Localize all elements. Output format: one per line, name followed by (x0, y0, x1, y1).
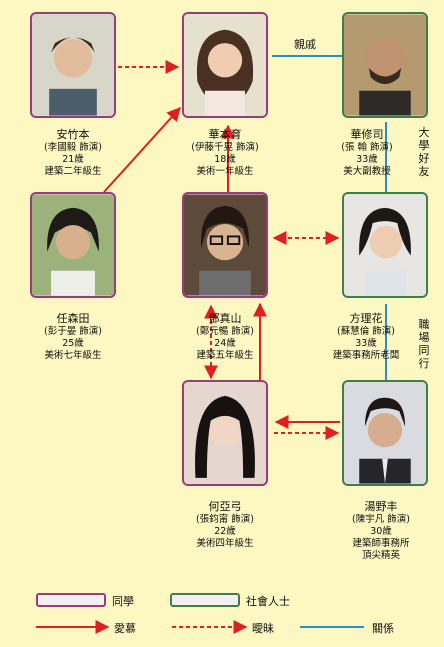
relation-label-colleagues: 職場同行 (417, 318, 431, 370)
relation-label-relatives: 親戚 (292, 36, 318, 52)
info-deng: 鄧真山 (鄭元暢 飾演) 24歲 建築五年級生 (165, 312, 285, 362)
love-line-ren-hua (103, 106, 181, 193)
name-ren: 任森田 (56, 312, 90, 325)
actor-xiu: (張 翰 飾演) (341, 142, 393, 153)
age-an: 21歲 (62, 154, 84, 165)
legend-ambiguous-label: 曖昧 (252, 622, 274, 635)
photo-hua (182, 12, 268, 118)
name-deng: 鄧真山 (208, 312, 242, 325)
info-tang: 湯野丰 (陳宇凡 飾演) 30歲 建築師事務所 頂尖精英 (322, 500, 440, 562)
name-xiu: 華修司 (350, 128, 384, 141)
name-tang: 湯野丰 (364, 500, 398, 513)
legend-lines (36, 620, 364, 634)
legend-social-swatch (170, 593, 240, 607)
info-fang: 方理花 (蘇慧倫 飾演) 33歲 建築事務所老闆 (305, 312, 427, 362)
photo-ren (30, 192, 116, 298)
name-hua: 華本育 (208, 128, 242, 141)
name-he: 何亞弓 (208, 500, 242, 513)
info-an: 安竹本 (李國毅 飾演) 21歲 建築二年級生 (13, 128, 133, 178)
desc-fang: 建築事務所老闆 (332, 350, 400, 361)
info-he: 何亞弓 (張鈞甯 飾演) 22歲 美術四年級生 (165, 500, 285, 550)
photo-an (30, 12, 116, 118)
desc-tang-1: 建築師事務所 (352, 538, 410, 549)
age-he: 22歲 (214, 526, 236, 537)
photo-fang (342, 192, 428, 298)
age-hua: 18歲 (214, 154, 236, 165)
desc-deng: 建築五年級生 (196, 350, 254, 361)
age-deng: 24歲 (214, 338, 236, 349)
legend-classmate-label: 同學 (112, 595, 134, 608)
info-hua: 華本育 (伊藤千晃 飾演) 18歲 美術一年級生 (165, 128, 285, 178)
legend-classmate-swatch (36, 593, 106, 607)
name-fang: 方理花 (349, 312, 383, 325)
desc-ren: 美術七年級生 (44, 350, 102, 361)
name-an: 安竹本 (56, 128, 90, 141)
actor-an: (李國毅 飾演) (44, 142, 102, 153)
photo-tang (342, 380, 428, 486)
photo-he (182, 380, 268, 486)
actor-deng: (鄭元暢 飾演) (196, 326, 254, 337)
desc-an: 建築二年級生 (44, 166, 102, 177)
desc-tang-2: 頂尖精英 (361, 550, 400, 561)
photo-xiu (342, 12, 428, 118)
legend-social-label: 社會人士 (246, 595, 290, 608)
actor-tang: (陳宇凡 飾演) (352, 514, 410, 525)
desc-xiu: 美大副教授 (343, 166, 391, 177)
relation-label-college-friends: 大學好友 (417, 126, 431, 178)
desc-he: 美術四年級生 (196, 538, 254, 549)
actor-fang: (蘇慧倫 飾演) (337, 326, 395, 337)
info-xiu: 華修司 (張 翰 飾演) 33歲 美大副教授 (312, 128, 422, 178)
age-tang: 30歲 (370, 526, 392, 537)
actor-hua: (伊藤千晃 飾演) (191, 142, 259, 153)
info-ren: 任森田 (彭于晏 飾演) 25歲 美術七年級生 (13, 312, 133, 362)
age-fang: 33歲 (355, 338, 377, 349)
photo-deng (182, 192, 268, 298)
legend-relation-label: 關係 (372, 622, 394, 635)
age-xiu: 33歲 (356, 154, 378, 165)
age-ren: 25歲 (62, 338, 84, 349)
actor-he: (張鈞甯 飾演) (196, 514, 254, 525)
legend-love-label: 愛慕 (114, 622, 136, 635)
desc-hua: 美術一年級生 (196, 166, 254, 177)
actor-ren: (彭于晏 飾演) (44, 326, 102, 337)
